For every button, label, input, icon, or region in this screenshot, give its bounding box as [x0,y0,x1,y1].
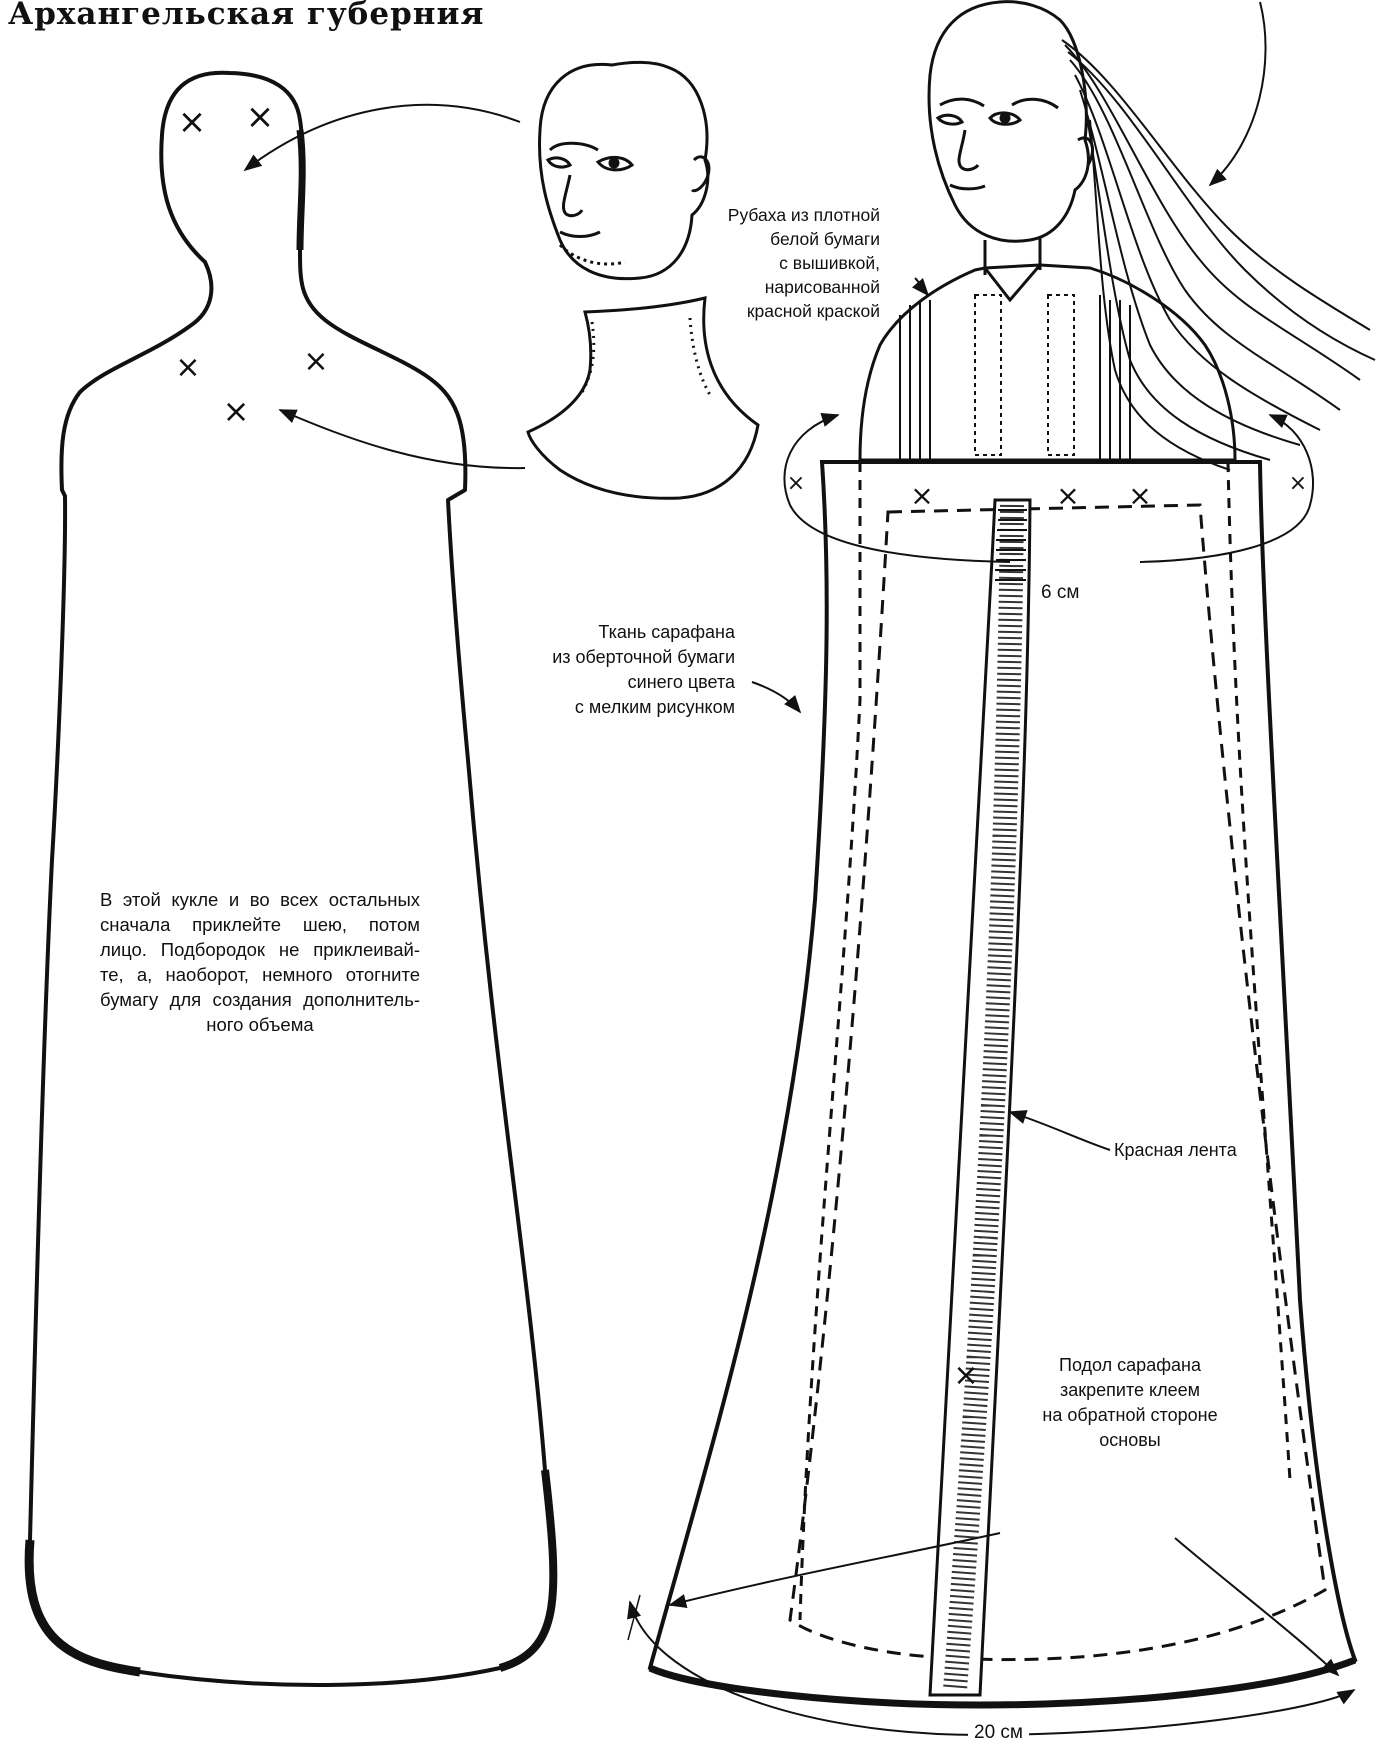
bottom-dimension-arc [628,1595,1354,1735]
note-ribbon: Красная лента [1114,1138,1237,1163]
doll-base-body [29,73,553,1685]
sarafan-cross-marks: × × × × × × [787,471,1307,1393]
glue-mark: × [953,1358,978,1393]
doll-face-piece [540,62,709,278]
red-ribbon [930,500,1030,1695]
glue-mark: × [1056,479,1079,512]
note-shirt: Рубаха из плотной белой бумаги с вышивко… [690,203,880,323]
shirt-embroidery [975,295,1074,455]
note-fabric: Ткань сарафана из оберточной бумаги сине… [515,620,735,720]
glue-mark: × [175,350,200,385]
doll-head-figure [929,2,1093,275]
glue-mark: × [178,102,207,142]
dimension-top-label: 6 см [1035,582,1085,604]
glue-mark: × [1128,479,1151,512]
doll-neck-piece [528,298,758,498]
glue-mark: × [1289,471,1307,496]
glue-mark: × [303,344,328,379]
glue-cross-marks: × × × × × [175,97,328,430]
doll-hair [1062,40,1375,470]
glue-mark: × [246,97,275,137]
doll-shirt [860,265,1235,460]
glue-mark: × [223,392,250,430]
glue-mark: × [910,479,933,512]
note-hem: Подол сарафана закрепите клеем на обратн… [1015,1353,1245,1453]
note-instruction: В этой кукле и во всех остальных сначала… [100,887,420,1037]
glue-mark: × [787,471,805,496]
